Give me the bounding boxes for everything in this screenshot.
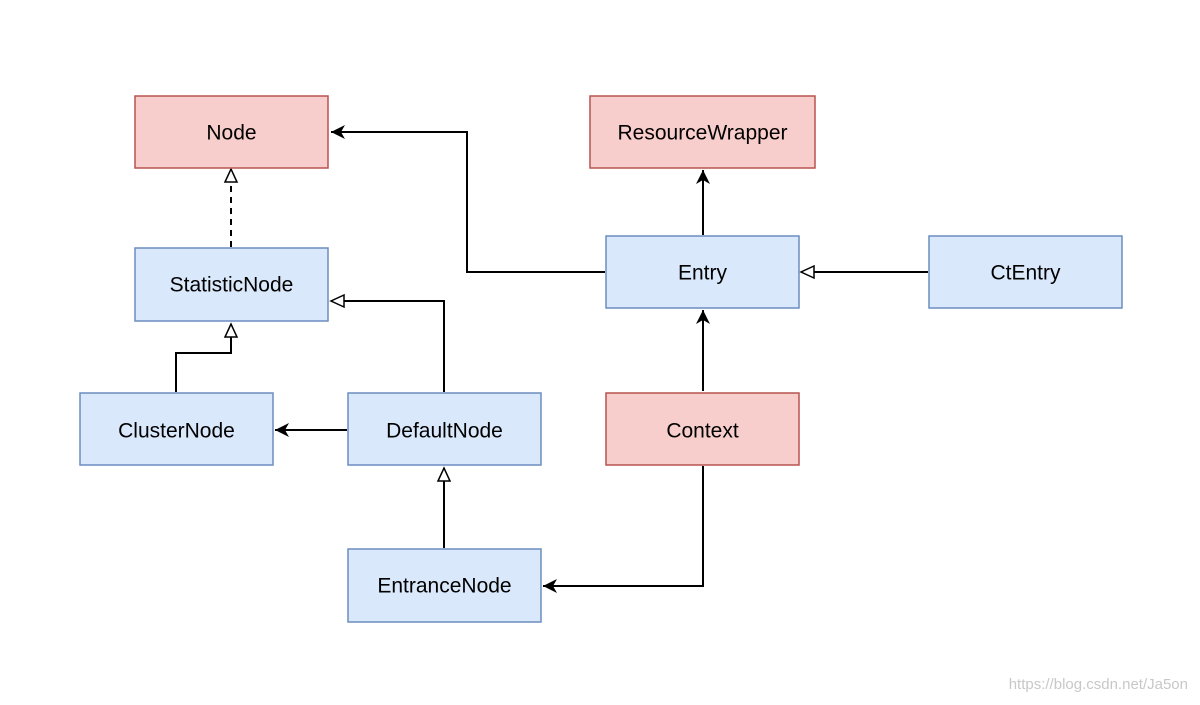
- statisticnode-box: StatisticNode: [134, 247, 329, 322]
- resourcewrapper-box: ResourceWrapper: [589, 95, 816, 169]
- entry-label: Entry: [678, 262, 728, 285]
- defaultnode-box: DefaultNode: [347, 392, 542, 466]
- entrancenode-box: EntranceNode: [347, 548, 542, 623]
- watermark-text: https://blog.csdn.net/Ja5on: [1008, 676, 1188, 693]
- statisticnode-label: StatisticNode: [170, 274, 294, 297]
- resourcewrapper-label: ResourceWrapper: [617, 122, 787, 145]
- edge-entry-to-node: [331, 125, 605, 273]
- context-box: Context: [605, 392, 800, 466]
- ctentry-label: CtEntry: [990, 262, 1061, 285]
- node-label: Node: [206, 122, 256, 145]
- context-label: Context: [666, 420, 739, 443]
- edge-context-to-entrancenode: [543, 466, 704, 593]
- entrancenode-label: EntranceNode: [377, 575, 511, 598]
- edge-defaultnode-extends-statisticnode: [329, 293, 445, 392]
- clusternode-box: ClusterNode: [79, 392, 274, 466]
- ctentry-box: CtEntry: [928, 235, 1123, 309]
- edge-clusternode-extends-statisticnode: [175, 322, 239, 392]
- entry-box: Entry: [605, 235, 800, 309]
- clusternode-label: ClusterNode: [118, 420, 235, 443]
- node-box: Node: [134, 95, 329, 169]
- defaultnode-label: DefaultNode: [386, 420, 503, 443]
